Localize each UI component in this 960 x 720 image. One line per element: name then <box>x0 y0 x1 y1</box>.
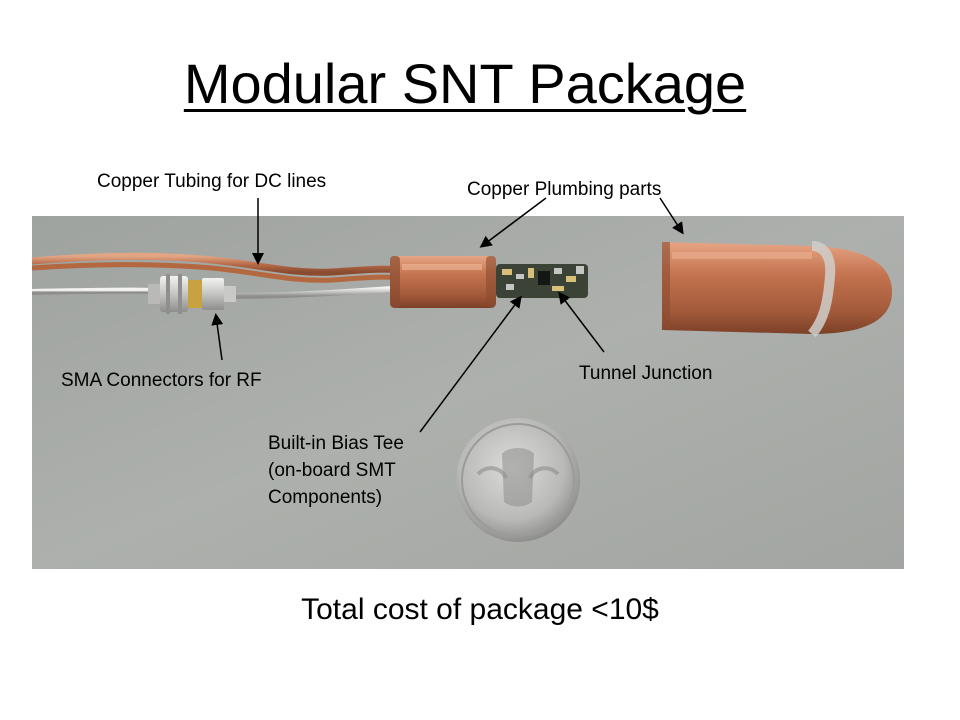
callout-copper-plumbing: Copper Plumbing parts <box>467 179 662 200</box>
callout-bias-tee: Built-in Bias Tee (on-board SMT Componen… <box>268 430 404 511</box>
copper-coupler <box>390 256 496 308</box>
slide-title: Modular SNT Package <box>183 52 747 115</box>
callout-bias-tee-line3: Components) <box>268 487 383 508</box>
cost-caption: Total cost of package <10$ <box>301 593 659 626</box>
bias-tee-board <box>496 264 588 298</box>
sma-connector <box>148 274 236 314</box>
callout-copper-tubing: Copper Tubing for DC lines <box>97 171 327 192</box>
copper-end-cap <box>662 241 892 338</box>
callout-tunnel-junction: Tunnel Junction <box>579 363 713 384</box>
callout-bias-tee-line1: Built-in Bias Tee <box>268 433 404 454</box>
quarter-coin <box>456 418 580 542</box>
callout-sma-connectors: SMA Connectors for RF <box>61 370 262 391</box>
copper-tubing <box>32 252 405 299</box>
callout-bias-tee-line2: (on-board SMT <box>268 460 396 481</box>
